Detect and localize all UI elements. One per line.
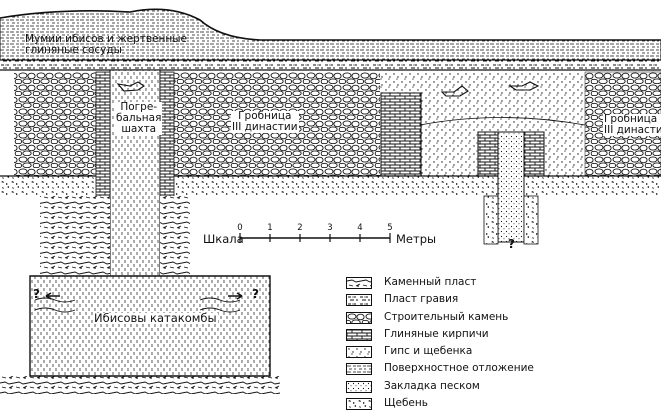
legend-label: Закладка песком (384, 379, 480, 392)
cross-section-diagram (0, 8, 661, 394)
building-stone-left-wall (14, 72, 104, 176)
question-mark-right-shaft: ? (508, 237, 515, 251)
catacomb-chamber (29, 275, 271, 377)
right-shaft-wall-right (523, 195, 539, 245)
legend-item-surface-deposit: Поверхностное отложение (346, 361, 646, 378)
catacomb-wavy-fill (34, 297, 241, 313)
legend-item-sand-fill: Закладка песком (346, 379, 646, 396)
surface-line (0, 8, 661, 41)
scale-label: Шкала (203, 232, 244, 246)
mud-brick-pillar-1 (477, 131, 499, 177)
tomb-center-vault (419, 117, 586, 126)
legend-label: Каменный пласт (384, 276, 477, 288)
arrow-left-icon (45, 292, 60, 300)
right-shaft-wall-left (483, 195, 499, 245)
mummy-ibis-icon (116, 81, 540, 97)
legend-label: Строительный камень (384, 310, 509, 323)
mud-brick-pillar-2 (523, 131, 545, 177)
gypsum-swatch-icon (346, 346, 372, 359)
scale-tick-2: 2 (297, 223, 303, 233)
shaft-wall-left (95, 71, 111, 213)
building-stone-swatch-icon (346, 311, 372, 324)
arrow-right-icon (228, 292, 243, 300)
rock-layer-swatch-icon (346, 277, 372, 289)
scale-unit-label: Метры (396, 232, 437, 246)
mud-brick-swatch-icon (346, 328, 372, 341)
sand-fill-swatch-icon (346, 380, 372, 393)
label-catacombs: Ибисовы катакомбы (93, 311, 218, 325)
right-shaft-fill (497, 131, 525, 243)
scale-tick-4: 4 (357, 223, 363, 233)
legend-item-gravel: Пласт гравия (346, 292, 646, 309)
legend-item-gypsum: Гипс и щебенка (346, 344, 646, 361)
legend-item-rock-layer: Каменный пласт (346, 275, 646, 292)
lower-rock-left (40, 196, 110, 276)
scale-bar (239, 233, 391, 243)
legend-label: Глиняные кирпичи (384, 327, 489, 340)
legend-item-mud-brick: Глиняные кирпичи (346, 327, 646, 344)
label-burial-shaft: Погре- бальная шахта (115, 101, 163, 135)
scale-tick-0: 0 (237, 223, 243, 233)
lower-rock-bottom (0, 376, 280, 394)
surface-deposit-swatch-icon (346, 363, 372, 376)
legend-label: Поверхностное отложение (384, 362, 534, 375)
legend-label: Гипс и щебенка (384, 345, 473, 358)
mud-brick-pillar-left (380, 92, 422, 177)
question-mark-catacomb-left: ? (33, 287, 40, 301)
rubble-swatch-icon (346, 398, 372, 411)
label-mummies: Мумии ибисов и жертвенные глиняные сосуд… (25, 33, 188, 56)
question-mark-catacomb-right: ? (252, 287, 259, 301)
legend: Каменный пласт Пласт гравия Строительный… (346, 275, 646, 413)
lower-rock-right (160, 196, 190, 276)
scale-tick-1: 1 (267, 223, 273, 233)
legend-label: Пласт гравия (384, 293, 459, 306)
legend-label: Щебень (384, 397, 428, 410)
scale-tick-5: 5 (387, 223, 393, 233)
label-tomb-center: Гробница III династии (231, 110, 299, 133)
label-tomb-right: Гробница III династии (603, 114, 661, 136)
legend-item-building-stone: Строительный камень (346, 310, 646, 327)
gravel-swatch-icon (346, 294, 372, 307)
shaft-wall-right (159, 71, 175, 213)
gravel-band (0, 60, 661, 70)
scale-tick-3: 3 (327, 223, 333, 233)
legend-item-rubble: Щебень (346, 396, 646, 413)
